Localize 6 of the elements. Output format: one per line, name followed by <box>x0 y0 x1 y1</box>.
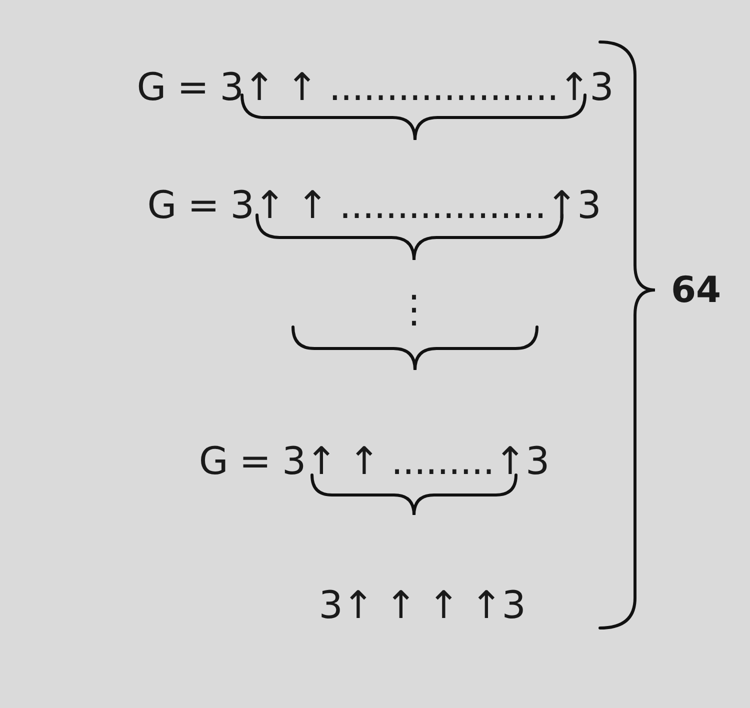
formula: G = 3↑ ↑ ..................↑3 <box>147 183 601 228</box>
count-label: 64 <box>670 270 722 312</box>
vertical-ellipsis: ⋮ <box>395 287 433 332</box>
formula: 3↑ ↑ ↑ ↑3 <box>318 583 526 628</box>
formula: G = 3↑ ↑ .........↑3 <box>198 439 550 484</box>
formula: G = 3↑ ↑ ....................↑3 <box>136 65 614 110</box>
